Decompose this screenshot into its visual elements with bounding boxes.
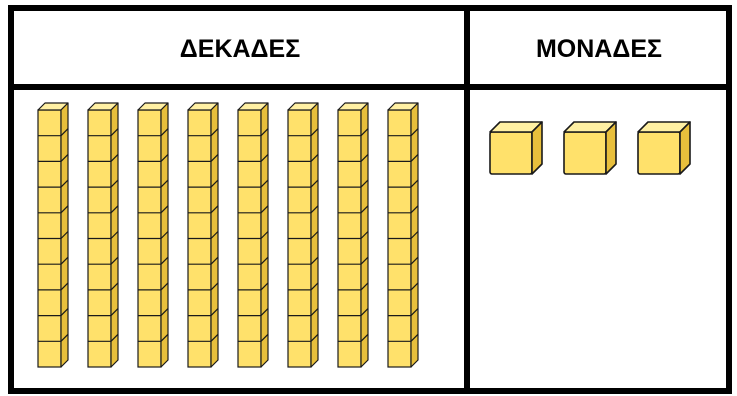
cube-side-face — [532, 122, 542, 174]
tens-rod — [238, 103, 268, 367]
cube-front-face — [564, 132, 606, 174]
tens-rod — [88, 103, 118, 367]
unit-cube — [638, 122, 690, 174]
tens-rod — [188, 103, 218, 367]
tens-header: ΔΕΚΑΔΕΣ — [180, 35, 300, 63]
cube-side-face — [680, 122, 690, 174]
cube-side-face — [606, 122, 616, 174]
tens-rod — [288, 103, 318, 367]
ones-header: ΜΟΝΑΔΕΣ — [536, 35, 662, 63]
tens-rod — [338, 103, 368, 367]
tens-rod — [38, 103, 68, 367]
unit-cube — [564, 122, 616, 174]
tens-rod — [138, 103, 168, 367]
cube-front-face — [490, 132, 532, 174]
cube-front-face — [638, 132, 680, 174]
unit-cubes — [490, 122, 690, 174]
tens-rod — [388, 103, 418, 367]
chart-frame — [11, 8, 729, 391]
unit-cube — [490, 122, 542, 174]
